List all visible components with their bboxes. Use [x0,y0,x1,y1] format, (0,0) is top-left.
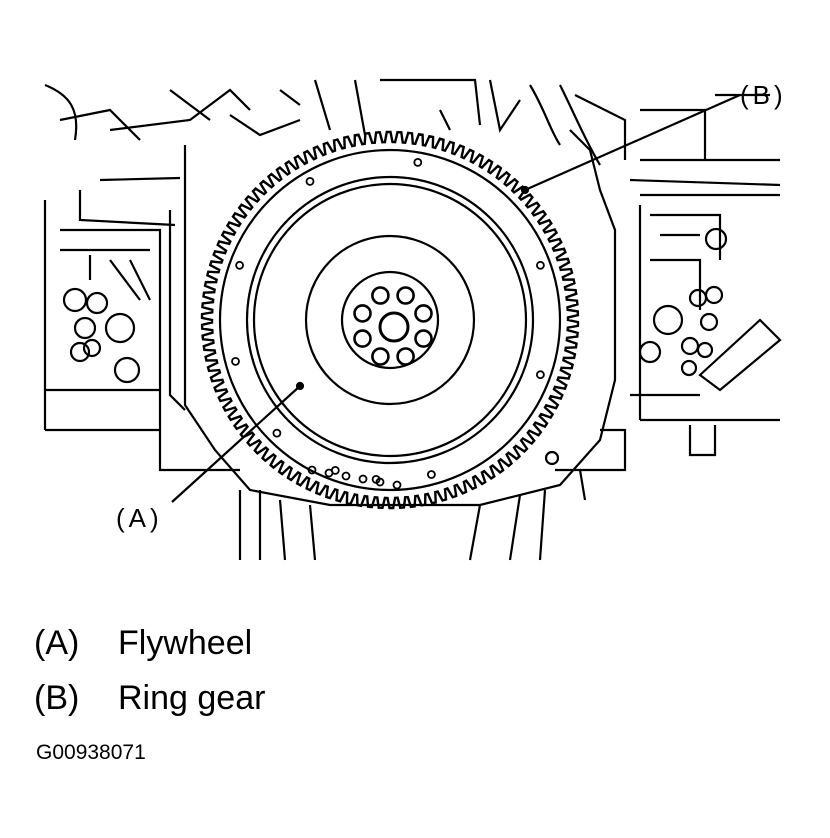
engine-background [43,78,782,472]
rim-bolt-hole [413,157,423,167]
housing-hole [358,474,368,484]
figure-id: G00938071 [36,741,146,764]
leader-lines [171,93,741,503]
callout-a: (A) [116,503,163,533]
rim-bolt-hole [235,260,245,270]
legend-label: Flywheel [118,624,253,662]
rim-bolt-hole [272,428,282,438]
hub-bolt-hole [353,304,372,323]
rim-bolt-holes [231,157,545,490]
legend-key: (B) [34,679,80,717]
legend-key: (A) [34,624,80,662]
ring-gear-teeth [200,130,580,510]
hub-bolt-hole [371,347,390,366]
rim-bolt-hole [536,260,545,270]
ring-gear [200,130,580,510]
flywheel-diagram [43,78,782,561]
callout-b: (B) [740,80,787,110]
hub-bolt-hole [396,286,415,305]
legend-row-ring-gear: (B) Ring gear [34,679,265,718]
hub-bolt-holes [353,286,433,366]
hub-bolt-hole [414,304,433,323]
housing-hole [341,471,351,481]
rim-bolt-hole [426,470,436,479]
hub-bolt-hole [371,286,390,305]
hub-bolt-hole [396,347,415,366]
housing-hole [324,468,334,478]
flywheel-housing [168,129,617,561]
legend-row-flywheel: (A) Flywheel [34,624,252,663]
housing-hole [307,465,317,475]
housing-hole [375,477,385,487]
legend-label: Ring gear [118,679,266,717]
flywheel [218,148,562,492]
rim-bolt-hole [305,176,315,186]
hub-bolt-hole [414,329,433,348]
hub-bolt-hole [353,329,372,348]
rim-bolt-hole [231,356,240,366]
housing-hole [392,480,402,490]
rim-bolt-hole [536,370,545,380]
